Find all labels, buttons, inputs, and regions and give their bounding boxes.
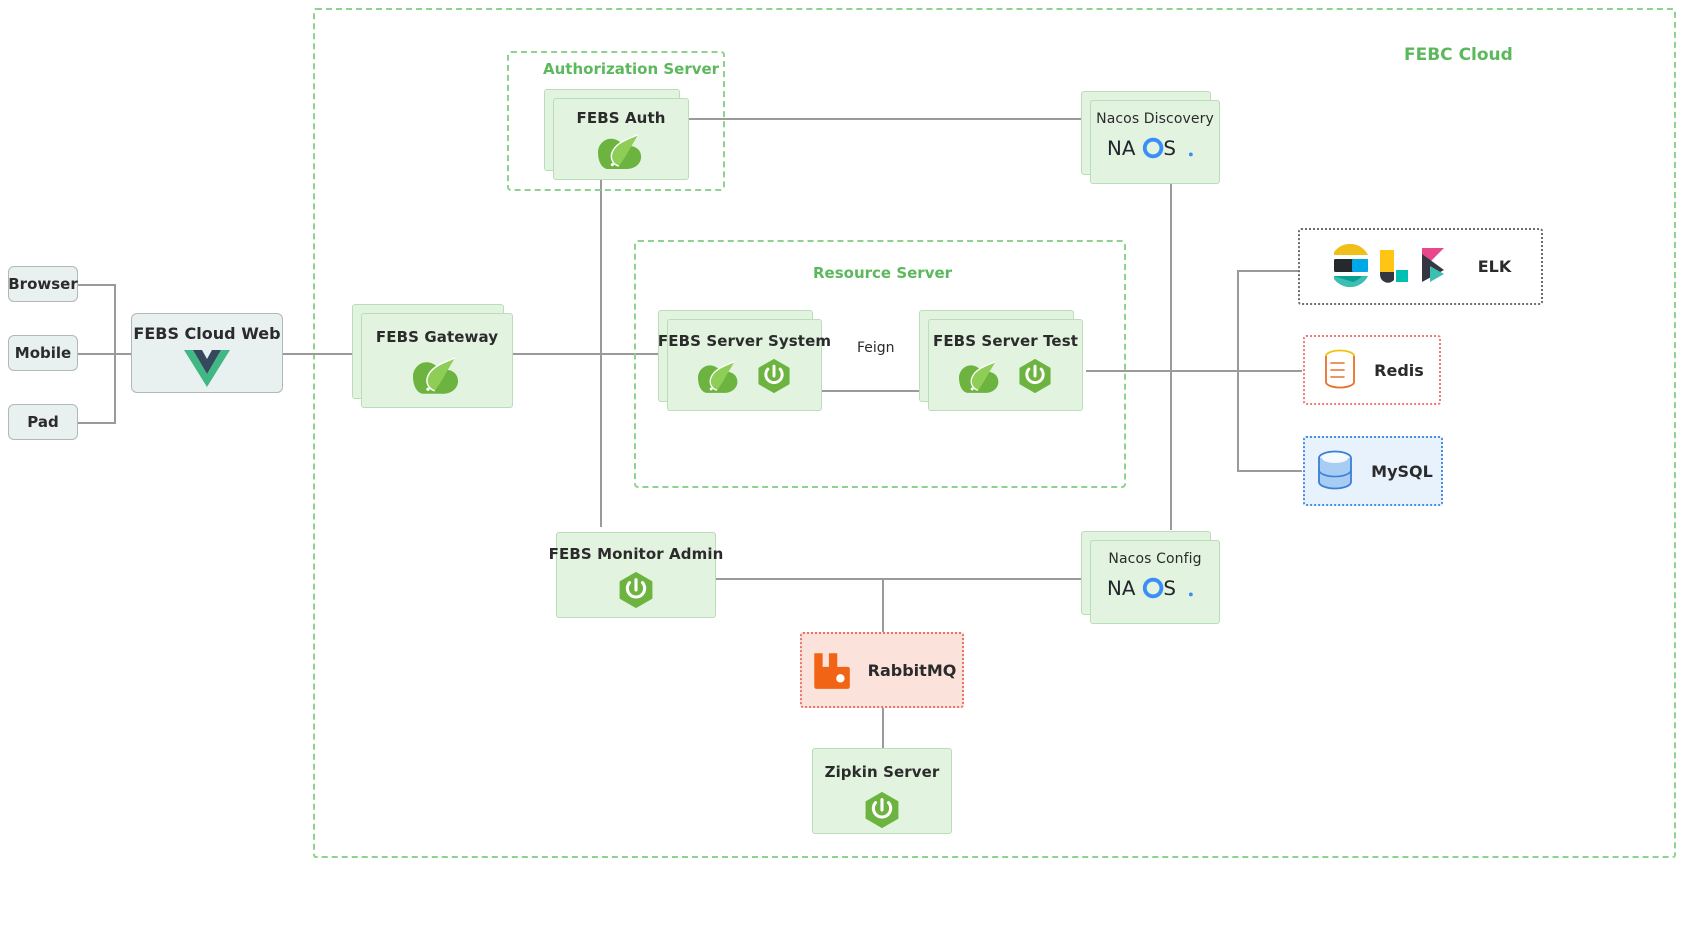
spring-boot-icon xyxy=(619,571,653,609)
edge-nacos-discovery-config xyxy=(1170,175,1172,530)
edge-bus-web xyxy=(114,353,134,355)
node-label: RabbitMQ xyxy=(867,660,957,680)
node-febs-auth[interactable]: FEBS Auth xyxy=(553,98,689,180)
svg-text:S: S xyxy=(1163,137,1176,160)
client-browser[interactable]: Browser xyxy=(8,266,78,302)
node-nacos-config[interactable]: Nacos Config NA S xyxy=(1090,540,1220,624)
node-label: FEBS Cloud Web xyxy=(133,324,281,343)
febc-cloud-boundary xyxy=(313,8,1676,858)
node-febs-server-test[interactable]: FEBS Server Test xyxy=(928,319,1083,411)
edge-gateway-resource xyxy=(513,353,663,355)
spring-cloud-icon xyxy=(413,357,458,394)
node-label: FEBS Gateway xyxy=(375,328,499,346)
edge-bus-elk xyxy=(1237,270,1298,272)
node-elk[interactable]: ELK xyxy=(1298,228,1543,305)
spring-boot-icon xyxy=(865,791,899,829)
edge-rabbitmq-zipkin xyxy=(882,708,884,748)
spring-cloud-icon xyxy=(598,133,642,169)
client-mobile[interactable]: Mobile xyxy=(8,335,78,371)
node-label: FEBS Auth xyxy=(576,109,666,127)
node-nacos-discovery[interactable]: Nacos Discovery NA S xyxy=(1090,100,1220,184)
group-resource-server xyxy=(634,240,1126,488)
rabbitmq-icon xyxy=(813,653,850,689)
node-mysql[interactable]: MySQL xyxy=(1303,436,1443,506)
febc-cloud-title: FEBC Cloud xyxy=(1404,45,1513,65)
node-label: FEBS Server Test xyxy=(932,332,1078,350)
spring-boot-icon xyxy=(1018,358,1051,394)
nacos-logo: NA S xyxy=(1107,577,1193,600)
group-authorization-server xyxy=(507,51,725,191)
svg-text:NA: NA xyxy=(1107,577,1136,600)
elk-logo xyxy=(1333,243,1444,287)
edge-mobile-bus xyxy=(78,353,133,355)
group-authorization-server-title: Authorization Server xyxy=(543,60,720,78)
node-febs-monitor-admin[interactable]: FEBS Monitor Admin xyxy=(549,532,723,618)
node-label: MySQL xyxy=(1371,461,1433,481)
edge-bus-mysql xyxy=(1237,470,1302,472)
edge-auth-nacos-discovery xyxy=(686,118,1081,120)
edge-monitor-nacosconfig xyxy=(716,578,1081,580)
node-rabbitmq[interactable]: RabbitMQ xyxy=(800,632,964,708)
edge-web-gateway xyxy=(283,353,352,355)
group-resource-server-title: Resource Server xyxy=(813,264,953,282)
node-febs-server-system[interactable]: FEBS Server System xyxy=(658,319,831,411)
node-febs-cloud-web[interactable]: FEBS Cloud Web xyxy=(131,313,283,393)
edge-bus-rabbitmq xyxy=(882,578,884,632)
svg-text:NA: NA xyxy=(1107,137,1136,160)
edge-pad-bus xyxy=(78,422,116,424)
edge-auth-spine xyxy=(600,175,602,527)
edge-label-feign: Feign xyxy=(852,340,900,356)
mysql-icon xyxy=(1318,450,1353,490)
node-label: FEBS Monitor Admin xyxy=(548,545,724,563)
edge-bus-redis xyxy=(1237,370,1302,372)
spring-cloud-icon xyxy=(958,360,998,393)
svg-text:S: S xyxy=(1163,577,1176,600)
node-label: FEBS Server System xyxy=(657,332,832,350)
node-febs-gateway[interactable]: FEBS Gateway xyxy=(361,313,513,408)
node-redis[interactable]: Redis xyxy=(1303,335,1441,405)
vue-icon xyxy=(184,350,230,387)
edge-test-right-bus xyxy=(1086,370,1238,372)
node-label: Nacos Discovery xyxy=(1096,111,1214,127)
node-label: Nacos Config xyxy=(1108,551,1202,567)
node-zipkin-server[interactable]: Zipkin Server xyxy=(812,748,952,834)
node-label: ELK xyxy=(1477,257,1512,276)
spring-boot-icon xyxy=(757,358,790,394)
nacos-logo: NA S xyxy=(1107,137,1193,160)
client-pad[interactable]: Pad xyxy=(8,404,78,440)
node-label: Zipkin Server xyxy=(824,763,940,781)
node-label: Redis xyxy=(1374,360,1424,380)
redis-icon xyxy=(1325,349,1356,389)
spring-cloud-icon xyxy=(697,360,737,393)
edge-feign xyxy=(820,390,928,392)
edge-browser-bus xyxy=(78,284,116,286)
